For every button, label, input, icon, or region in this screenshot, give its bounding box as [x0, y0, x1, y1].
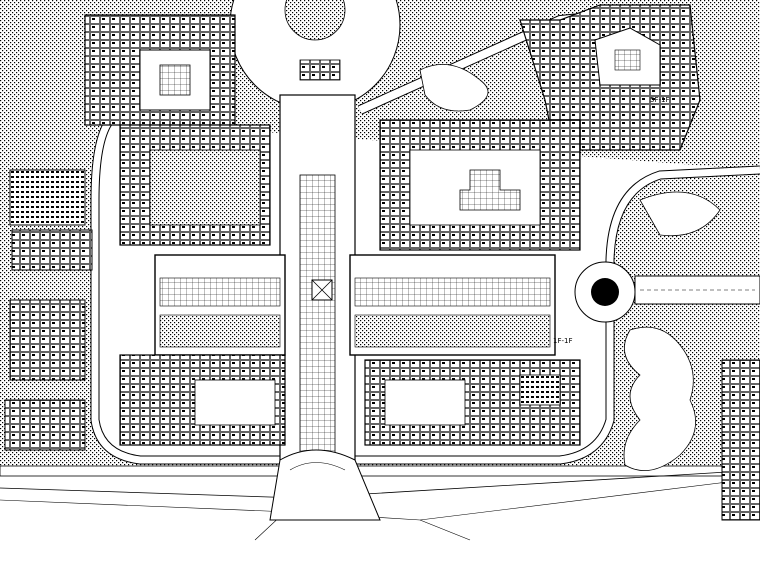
building-east-edge	[721, 359, 760, 521]
pond-north	[419, 64, 489, 112]
pond-south-east	[623, 326, 696, 471]
entrance-plaza	[269, 449, 381, 521]
label-block-b: 1F-1F	[553, 337, 573, 345]
pond-east	[639, 191, 721, 237]
building-west-hall	[9, 169, 86, 226]
south-boulevard	[0, 465, 760, 477]
label-block-a: 5F-1F	[650, 96, 670, 104]
